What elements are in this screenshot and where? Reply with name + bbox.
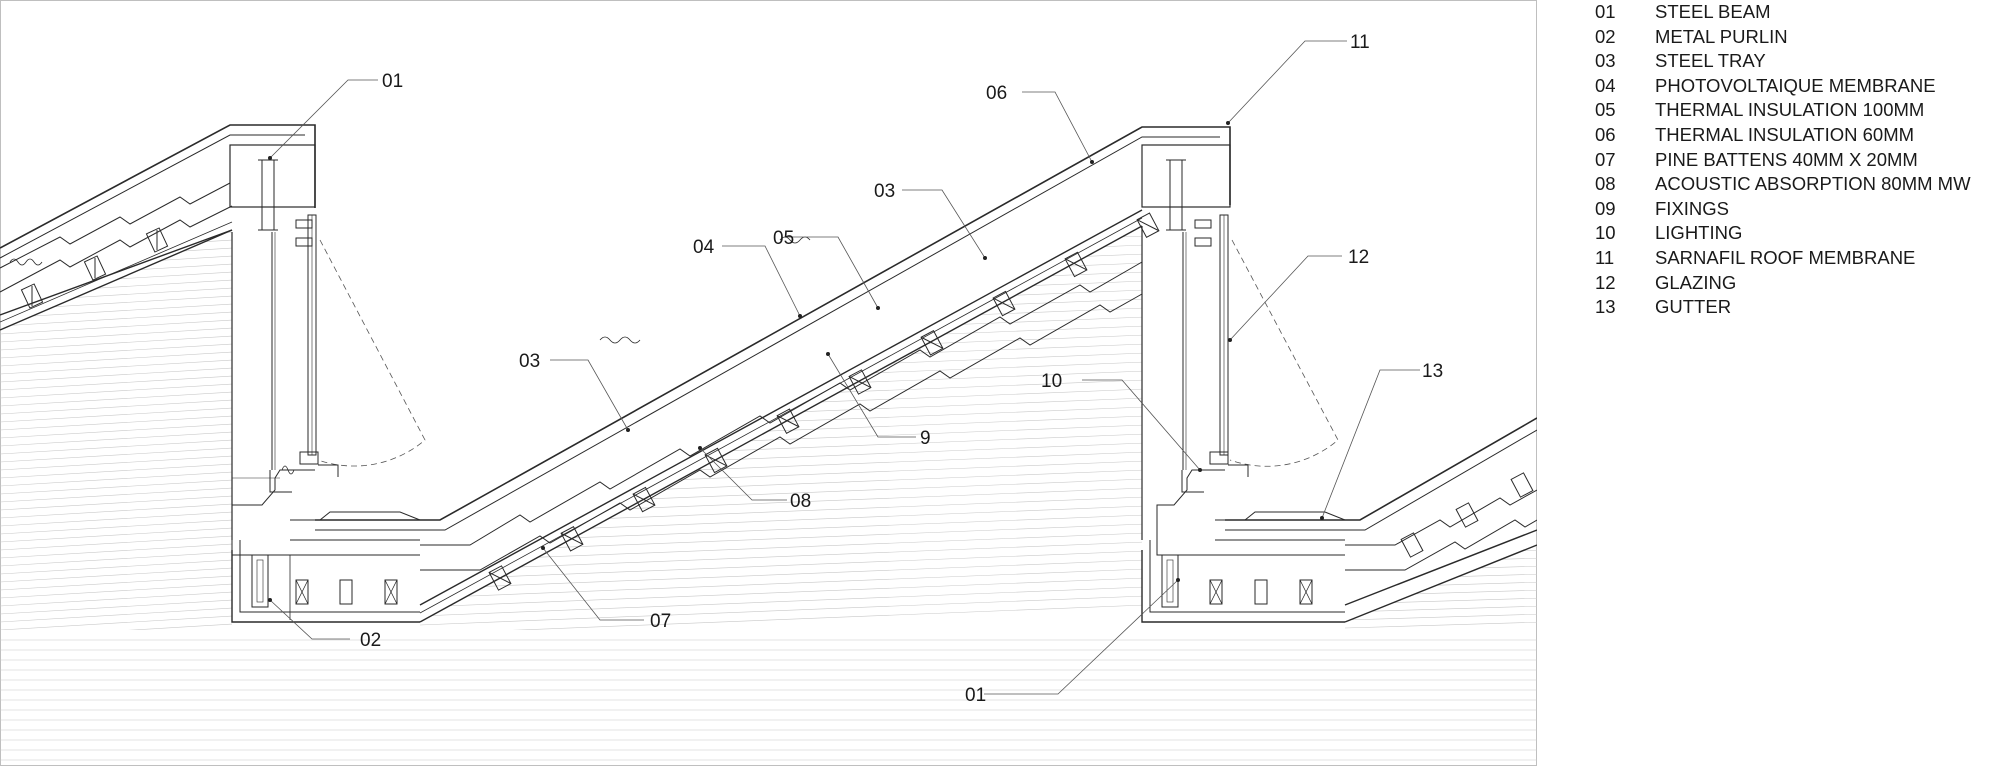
legend-label: METAL PURLIN: [1655, 25, 1788, 47]
callout-10: 10: [1041, 371, 1062, 392]
left-roof-slope: [0, 124, 316, 331]
callout-01-bottom: 01: [965, 685, 986, 706]
legend-number: 08: [1595, 173, 1616, 195]
legend-item: 05 THERMAL INSULATION 100MM: [1595, 98, 2000, 123]
legend-item: 01 STEEL BEAM: [1595, 0, 2000, 25]
legend-item: 13 GUTTER: [1595, 295, 2000, 320]
callout-labels: 01 11 06 03 04 05 12 03 10 13 9 08 07 02…: [360, 32, 1443, 706]
legend-number: 06: [1595, 123, 1616, 145]
legend-number: 01: [1595, 1, 1616, 22]
legend-item: 04 PHOTOVOLTAIQUE MEMBRANE: [1595, 74, 2000, 99]
legend-label: PINE BATTENS 40MM X 20MM: [1655, 148, 1918, 170]
legend-number: 03: [1595, 50, 1616, 72]
legend-label: LIGHTING: [1655, 222, 1743, 244]
left-gutter: [231, 465, 421, 623]
callout-06: 06: [986, 83, 1007, 104]
legend-number: 02: [1595, 25, 1616, 47]
legend-label: GUTTER: [1655, 296, 1732, 318]
legend-item: 10 LIGHTING: [1595, 221, 2000, 246]
callout-08: 08: [790, 491, 811, 512]
legend-label: THERMAL INSULATION 60MM: [1655, 123, 1915, 145]
callout-12: 12: [1348, 247, 1369, 268]
legend-number: 05: [1595, 99, 1616, 121]
callout-leader-lines: [269, 40, 1420, 695]
legend-number: 12: [1595, 271, 1616, 293]
legend-label: THERMAL INSULATION 100MM: [1655, 99, 1925, 121]
legend-item: 11 SARNAFIL ROOF MEMBRANE: [1595, 246, 2000, 271]
legend-item: 09 FIXINGS: [1595, 197, 2000, 222]
legend-label: STEEL TRAY: [1655, 50, 1766, 72]
legend-label: GLAZING: [1655, 271, 1737, 293]
ceiling-hatch-lines: [0, 226, 1537, 761]
right-roof-slope: [1225, 417, 1537, 623]
legend-item: 06 THERMAL INSULATION 60MM: [1595, 123, 2000, 148]
callout-9: 9: [920, 428, 931, 449]
callout-03-lower: 03: [519, 351, 540, 372]
callout-02: 02: [360, 630, 381, 651]
right-gutter: [1141, 469, 1346, 623]
callout-03-upper: 03: [874, 181, 895, 202]
legend-number: 11: [1595, 246, 1615, 268]
middle-roof-slope: [315, 126, 1231, 623]
legend-number: 10: [1595, 222, 1616, 244]
legend: 01 STEEL BEAM 02 METAL PURLIN 03 STEEL TRAY…: [1595, 0, 2000, 320]
legend-number: 13: [1595, 296, 1616, 318]
callout-01-top: 01: [382, 71, 403, 92]
right-skylight-assembly: [1141, 144, 1339, 540]
callout-05: 05: [773, 228, 794, 249]
callout-11: 11: [1350, 32, 1370, 53]
callout-13: 13: [1422, 361, 1443, 382]
legend-label: FIXINGS: [1655, 197, 1730, 219]
legend-label: STEEL BEAM: [1655, 1, 1771, 22]
legend-number: 09: [1595, 197, 1616, 219]
callout-07: 07: [650, 611, 671, 632]
legend-label: PHOTOVOLTAIQUE MEMBRANE: [1655, 74, 1936, 96]
legend-number: 07: [1595, 148, 1616, 170]
legend-label: ACOUSTIC ABSORPTION 80MM MW: [1655, 173, 1971, 195]
legend-item: 08 ACOUSTIC ABSORPTION 80MM MW: [1595, 172, 2000, 197]
legend-number: 04: [1595, 74, 1616, 96]
legend-item: 07 PINE BATTENS 40MM X 20MM: [1595, 148, 2000, 173]
roof-section-drawing: 01 11 06 03 04 05 12 03 10 13 9 08 07 02…: [0, 32, 1537, 761]
left-skylight-assembly: [229, 144, 426, 540]
legend-item: 03 STEEL TRAY: [1595, 49, 2000, 74]
legend-label: SARNAFIL ROOF MEMBRANE: [1655, 246, 1916, 268]
legend-item: 02 METAL PURLIN: [1595, 25, 2000, 50]
callout-dots: [268, 121, 1324, 602]
callout-04: 04: [693, 237, 715, 258]
legend-item: 12 GLAZING: [1595, 271, 2000, 296]
drawing-frame: [0, 0, 1537, 766]
